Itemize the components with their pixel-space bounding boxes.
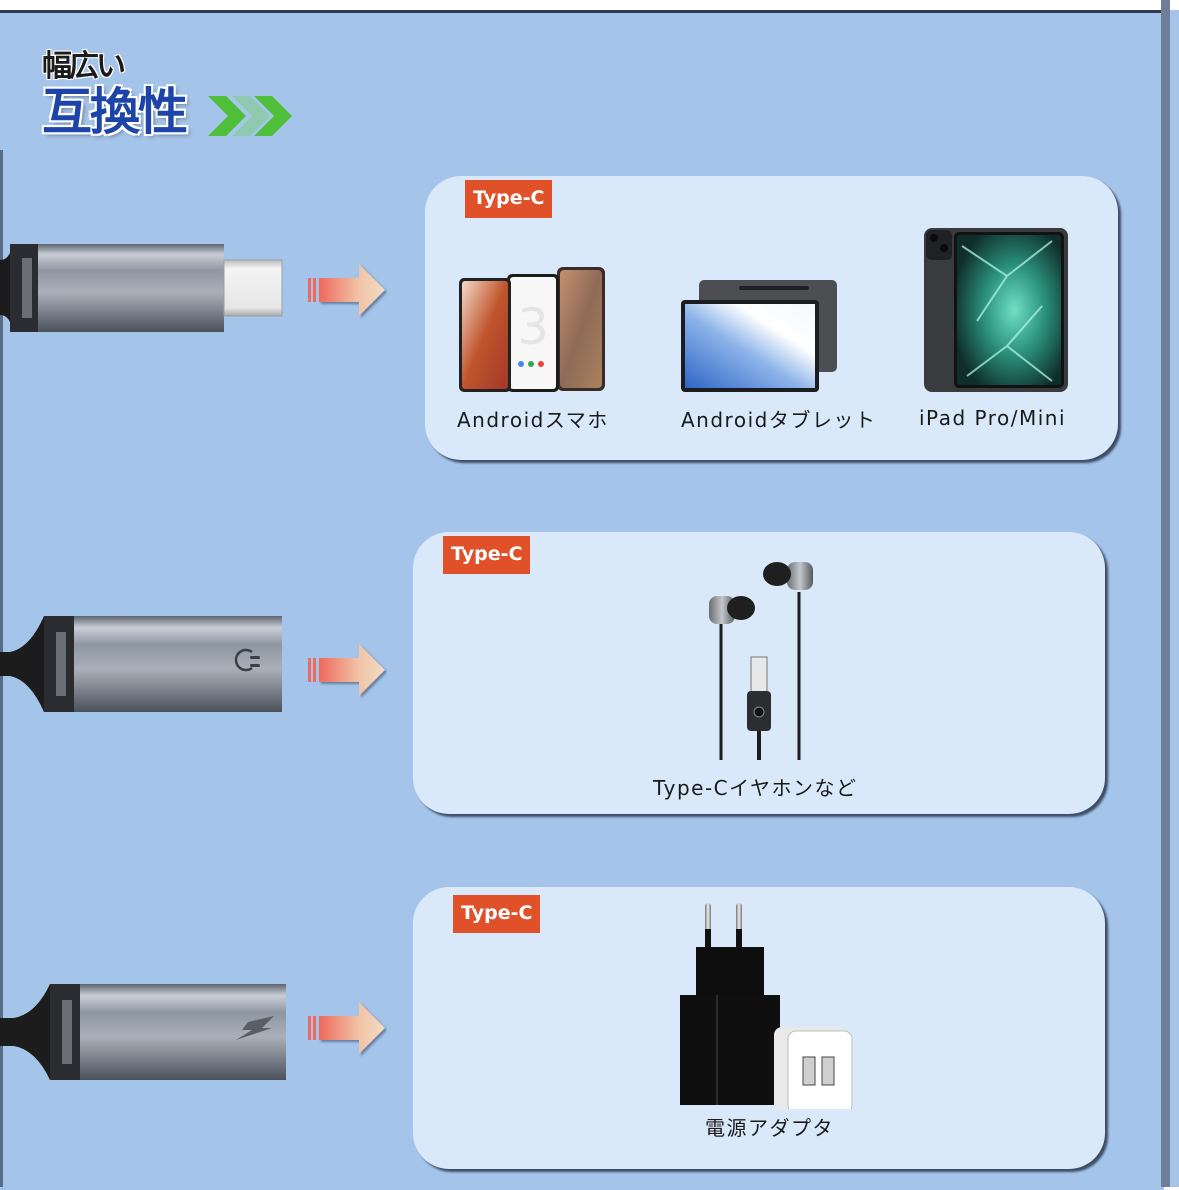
type-c-earphones-image (709, 562, 813, 760)
headphone-icon (0, 616, 282, 712)
heading-line1: 幅広い (42, 49, 126, 84)
heading-line2: 互換性 (42, 82, 188, 141)
type-c-badge: Type-C (443, 536, 531, 574)
device-label: iPad Pro/Mini (919, 406, 1067, 430)
type-c-badge: Type-C (465, 180, 553, 218)
lightning-bolt-icon (0, 984, 286, 1080)
device-label: Type-Cイヤホンなど (653, 776, 858, 800)
power-adapter-image (680, 903, 853, 1109)
scrollbar-track[interactable] (1161, 0, 1170, 1187)
device-card-earphones: Type-C Type-Cイヤホンなど (413, 532, 1105, 814)
device-label: Androidスマホ (457, 408, 609, 432)
device-label: 電源アダプタ (705, 1116, 834, 1140)
device-label: Androidタブレット (681, 408, 877, 432)
device-card-phones-tablets: Type-C 3 Androidスマホ Androidタブレット (425, 176, 1118, 460)
arrow-right-icon (308, 264, 385, 316)
arrow-right-icon (308, 644, 385, 696)
android-phones-image: 3 (459, 267, 605, 392)
ipad-pro-image (924, 228, 1068, 392)
usb-c-plug-icon (0, 244, 283, 332)
right-margin (1170, 10, 1179, 1187)
heading: 幅広い 互換性 (42, 49, 188, 141)
triple-chevron-right-icon (208, 96, 292, 136)
android-tablet-image (681, 280, 837, 392)
svg-text:3: 3 (517, 298, 549, 356)
type-c-badge: Type-C (453, 895, 541, 933)
device-card-power-adapter: Type-C 電源アダプタ (413, 887, 1105, 1169)
arrow-right-icon (308, 1002, 385, 1054)
